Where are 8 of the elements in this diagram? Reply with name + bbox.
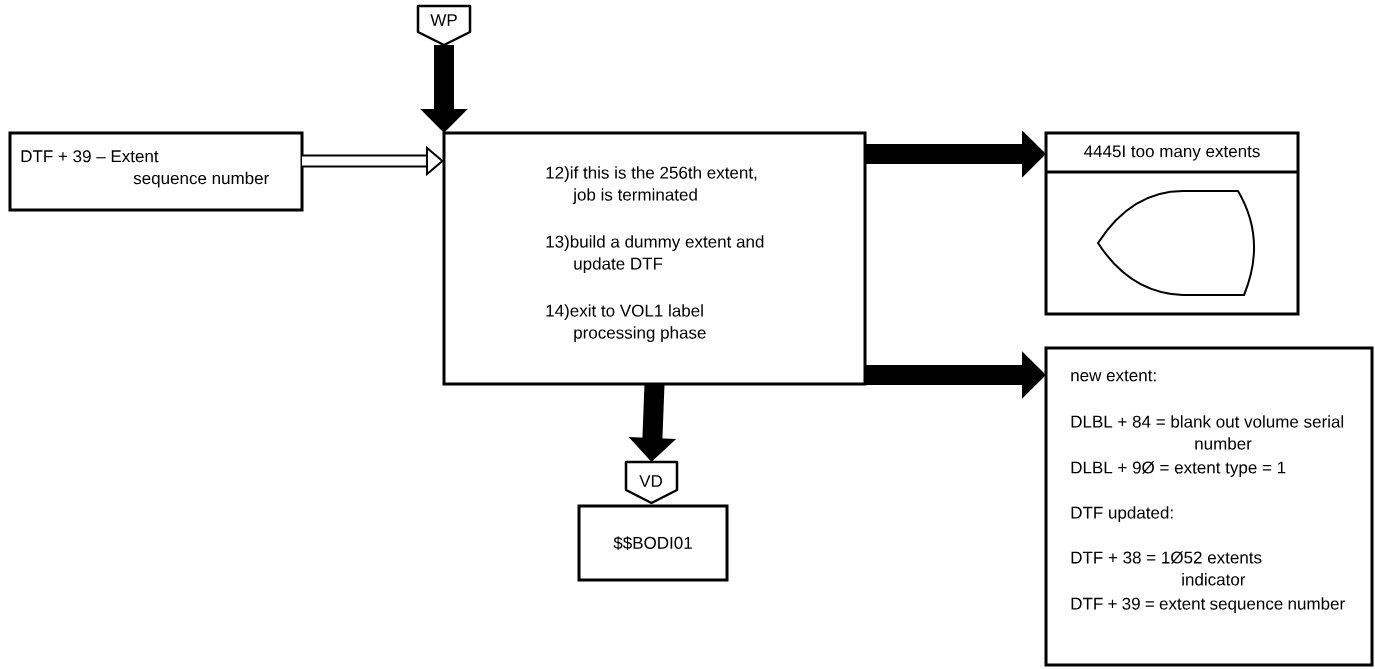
display-symbol bbox=[1097, 190, 1255, 296]
module-box: $$BODI01 bbox=[577, 504, 729, 582]
off-page-connector: VD bbox=[624, 460, 679, 505]
process-box: 12)if this is the 256th extent, job is terminated 13)build a dummy extent and update DTF 14)exit to VOL1 label processing phase bbox=[442, 131, 867, 386]
off-page-connector: WP bbox=[416, 4, 472, 47]
message-box: 4445I too many extents bbox=[1044, 131, 1300, 316]
note-box: new extent: DLBL + 84 = blank out volume serial number DLBL + 9Ø = extent type = 1 DTF updated: DTF + 38 = 1Ø52 extents indicator DTF + 39 = extent sequence number bbox=[1044, 346, 1374, 667]
data-box: DTF + 39 – Extent sequence number bbox=[8, 131, 304, 212]
